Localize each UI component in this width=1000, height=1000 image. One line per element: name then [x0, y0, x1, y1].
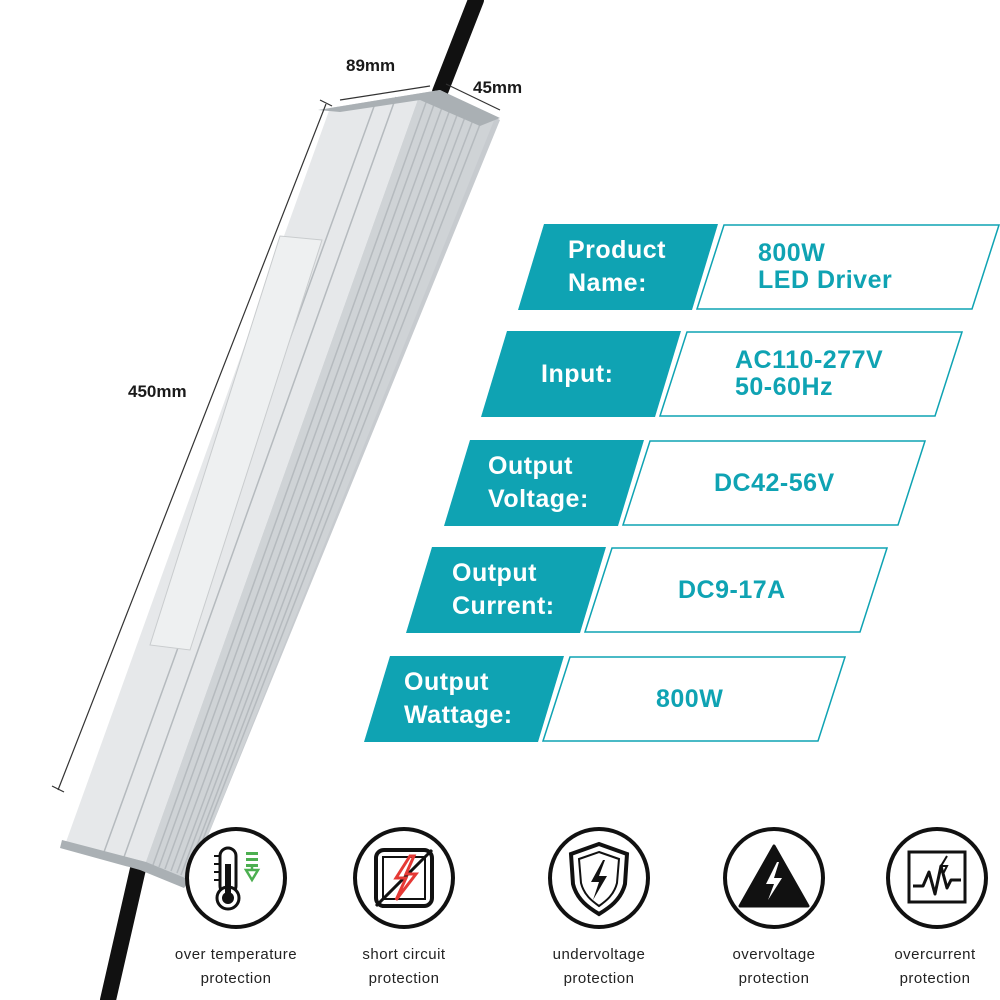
spec-value-box: 800W	[542, 656, 846, 742]
protection-label: undervoltage protection	[552, 946, 646, 987]
protection-label: short circuit protection	[362, 946, 446, 987]
spec-row-product-name: Product Name: 800W LED Driver	[518, 224, 1000, 310]
protection-label: overvoltage protection	[732, 946, 816, 987]
protection-label: overcurrent protection	[894, 946, 976, 987]
spec-value-box: 800W LED Driver	[696, 224, 1000, 310]
spec-value-box: DC9-17A	[584, 547, 888, 633]
spec-label-text: Input:	[541, 359, 614, 388]
protection-label: over temperature protection	[174, 946, 298, 987]
spec-label-text: Product Name:	[568, 236, 666, 297]
width-dimension-label: 89mm	[346, 56, 396, 75]
current-wave-icon	[886, 827, 988, 929]
warning-lightning-icon	[723, 827, 825, 929]
spec-label: Output Current:	[406, 547, 606, 633]
short-circuit-icon	[353, 827, 455, 929]
spec-value-text: 800W LED Driver	[758, 239, 893, 294]
shield-lightning-icon	[548, 827, 650, 929]
spec-value-text: DC42-56V	[714, 468, 835, 497]
spec-row-output-wattage: Output Wattage: 800W	[364, 656, 846, 742]
spec-label-text: Output Wattage:	[404, 668, 513, 729]
spec-value-text: 800W	[656, 684, 724, 713]
spec-row-output-voltage: Output Voltage: DC42-56V	[444, 440, 926, 526]
spec-value-box: DC42-56V	[622, 440, 926, 526]
spec-row-output-current: Output Current: DC9-17A	[406, 547, 888, 633]
spec-label-text: Output Current:	[452, 559, 555, 620]
spec-label: Input:	[481, 331, 681, 417]
spec-label: Output Wattage:	[364, 656, 564, 742]
spec-row-input: Input: AC110-277V 50-60Hz	[481, 331, 963, 417]
thermometer-icon	[185, 827, 287, 929]
spec-value-text: AC110-277V 50-60Hz	[735, 346, 884, 401]
spec-label-text: Output Voltage:	[488, 452, 589, 513]
spec-label: Output Voltage:	[444, 440, 644, 526]
spec-value-text: DC9-17A	[678, 575, 786, 604]
length-dimension-label: 450mm	[128, 382, 187, 401]
depth-dimension-label: 45mm	[473, 78, 523, 97]
spec-value-box: AC110-277V 50-60Hz	[659, 331, 963, 417]
spec-label: Product Name:	[518, 224, 718, 310]
